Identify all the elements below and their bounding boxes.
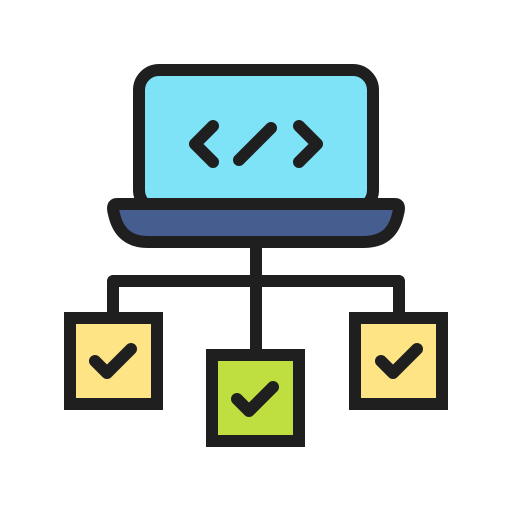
check-icon [231,381,279,417]
laptop-base [107,198,405,248]
code-slash [233,122,277,166]
task-box-center [206,349,305,447]
check-icon [375,343,423,379]
check-icon [89,343,137,379]
connector-lines [107,239,405,364]
code-icon [189,120,323,168]
right-connector [250,275,405,326]
task-box-left [64,312,163,410]
left-connector [107,275,262,326]
task-box-left-frame [64,312,163,410]
task-box-right [349,312,448,410]
code-right-bracket [293,120,323,168]
code-left-bracket [189,120,219,168]
